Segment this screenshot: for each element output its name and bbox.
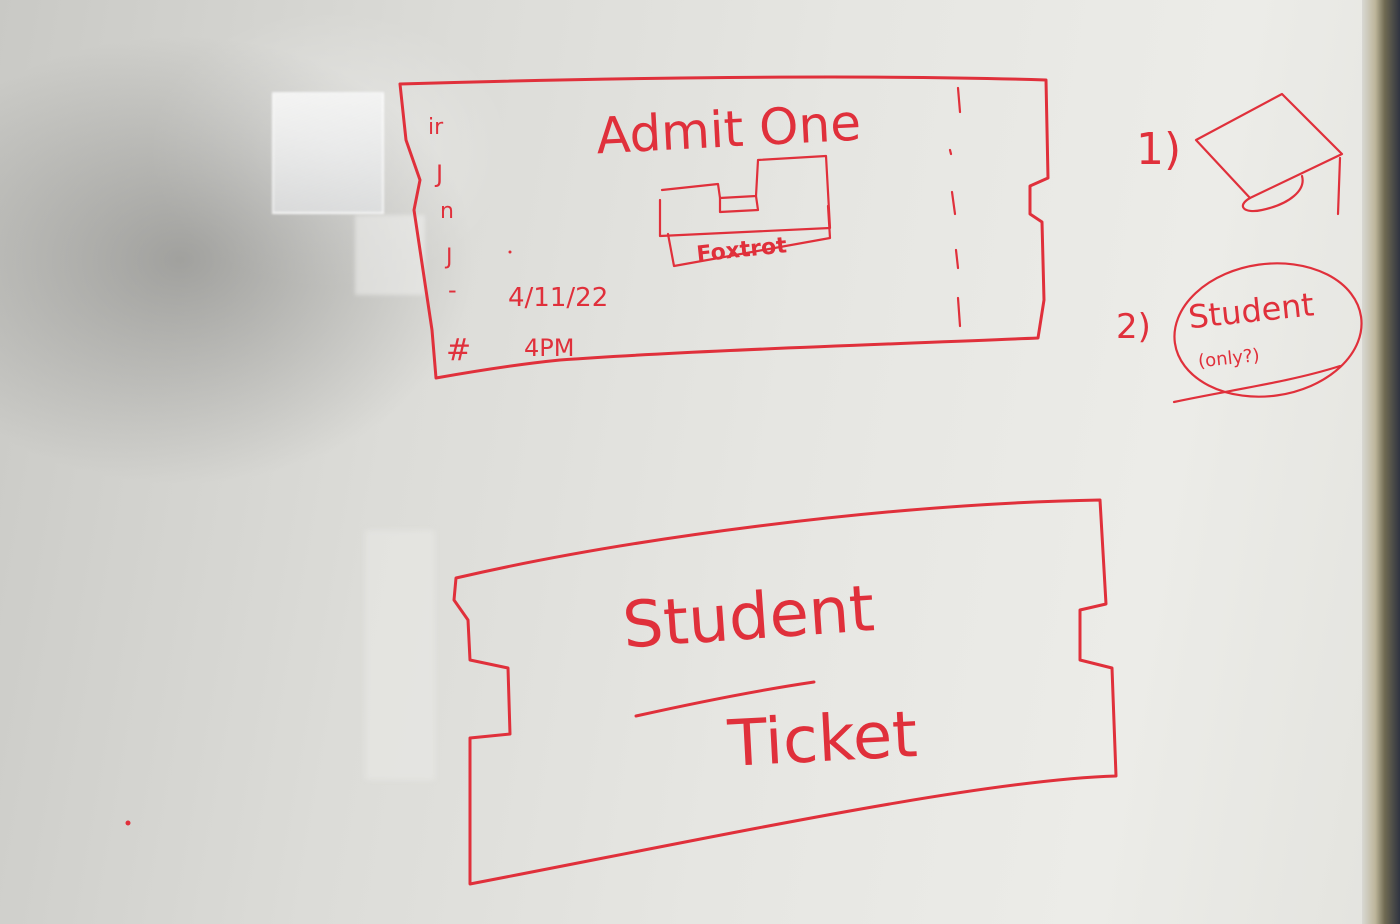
marker-dot [508, 250, 512, 254]
ticket-title: Admit One [595, 94, 863, 166]
side-mark-6: # [446, 333, 471, 368]
ticket-sketch-admit-one: Admit One Foxtrot ir J n J - # 4/11/22 4… [398, 75, 1050, 380]
option-two-note: 2) Student (only?) [1116, 262, 1363, 404]
option-two-circle [1173, 262, 1363, 398]
venue-logo-label: Foxtrot [695, 233, 788, 267]
side-mark-5: - [448, 276, 457, 304]
student-ticket-outline [452, 498, 1118, 886]
ticket-outline [398, 75, 1050, 380]
side-mark-2: J [434, 160, 443, 188]
side-mark-3: n [440, 199, 454, 224]
venue-logo-sketch: Foxtrot [658, 154, 832, 268]
ticket-sketch-student: Student Ticket [452, 498, 1118, 886]
window-reflection [272, 92, 384, 214]
marker-dot [125, 820, 131, 826]
ticket-perforation [948, 86, 962, 328]
option-two-label: Student [1186, 285, 1315, 336]
whiteboard-frame-edge [1362, 0, 1400, 924]
option-two-number: 2) [1116, 307, 1151, 347]
side-mark-4: J [444, 245, 453, 270]
ticket-t-crossbar [634, 680, 816, 718]
ticket-date: 4/11/22 [508, 283, 608, 313]
option-one-sketch: 1) [1136, 92, 1344, 216]
student-ticket-line-1: Student [620, 572, 876, 663]
side-mark-1: ir [428, 115, 444, 140]
graduation-cap-icon [1194, 92, 1344, 216]
pane-reflection [365, 530, 435, 780]
option-one-number: 1) [1136, 124, 1181, 175]
ticket-time: 4PM [524, 334, 574, 362]
window-reflection-secondary [355, 215, 425, 295]
option-two-sublabel: (only?) [1197, 345, 1261, 372]
student-ticket-line-2: Ticket [725, 698, 919, 782]
